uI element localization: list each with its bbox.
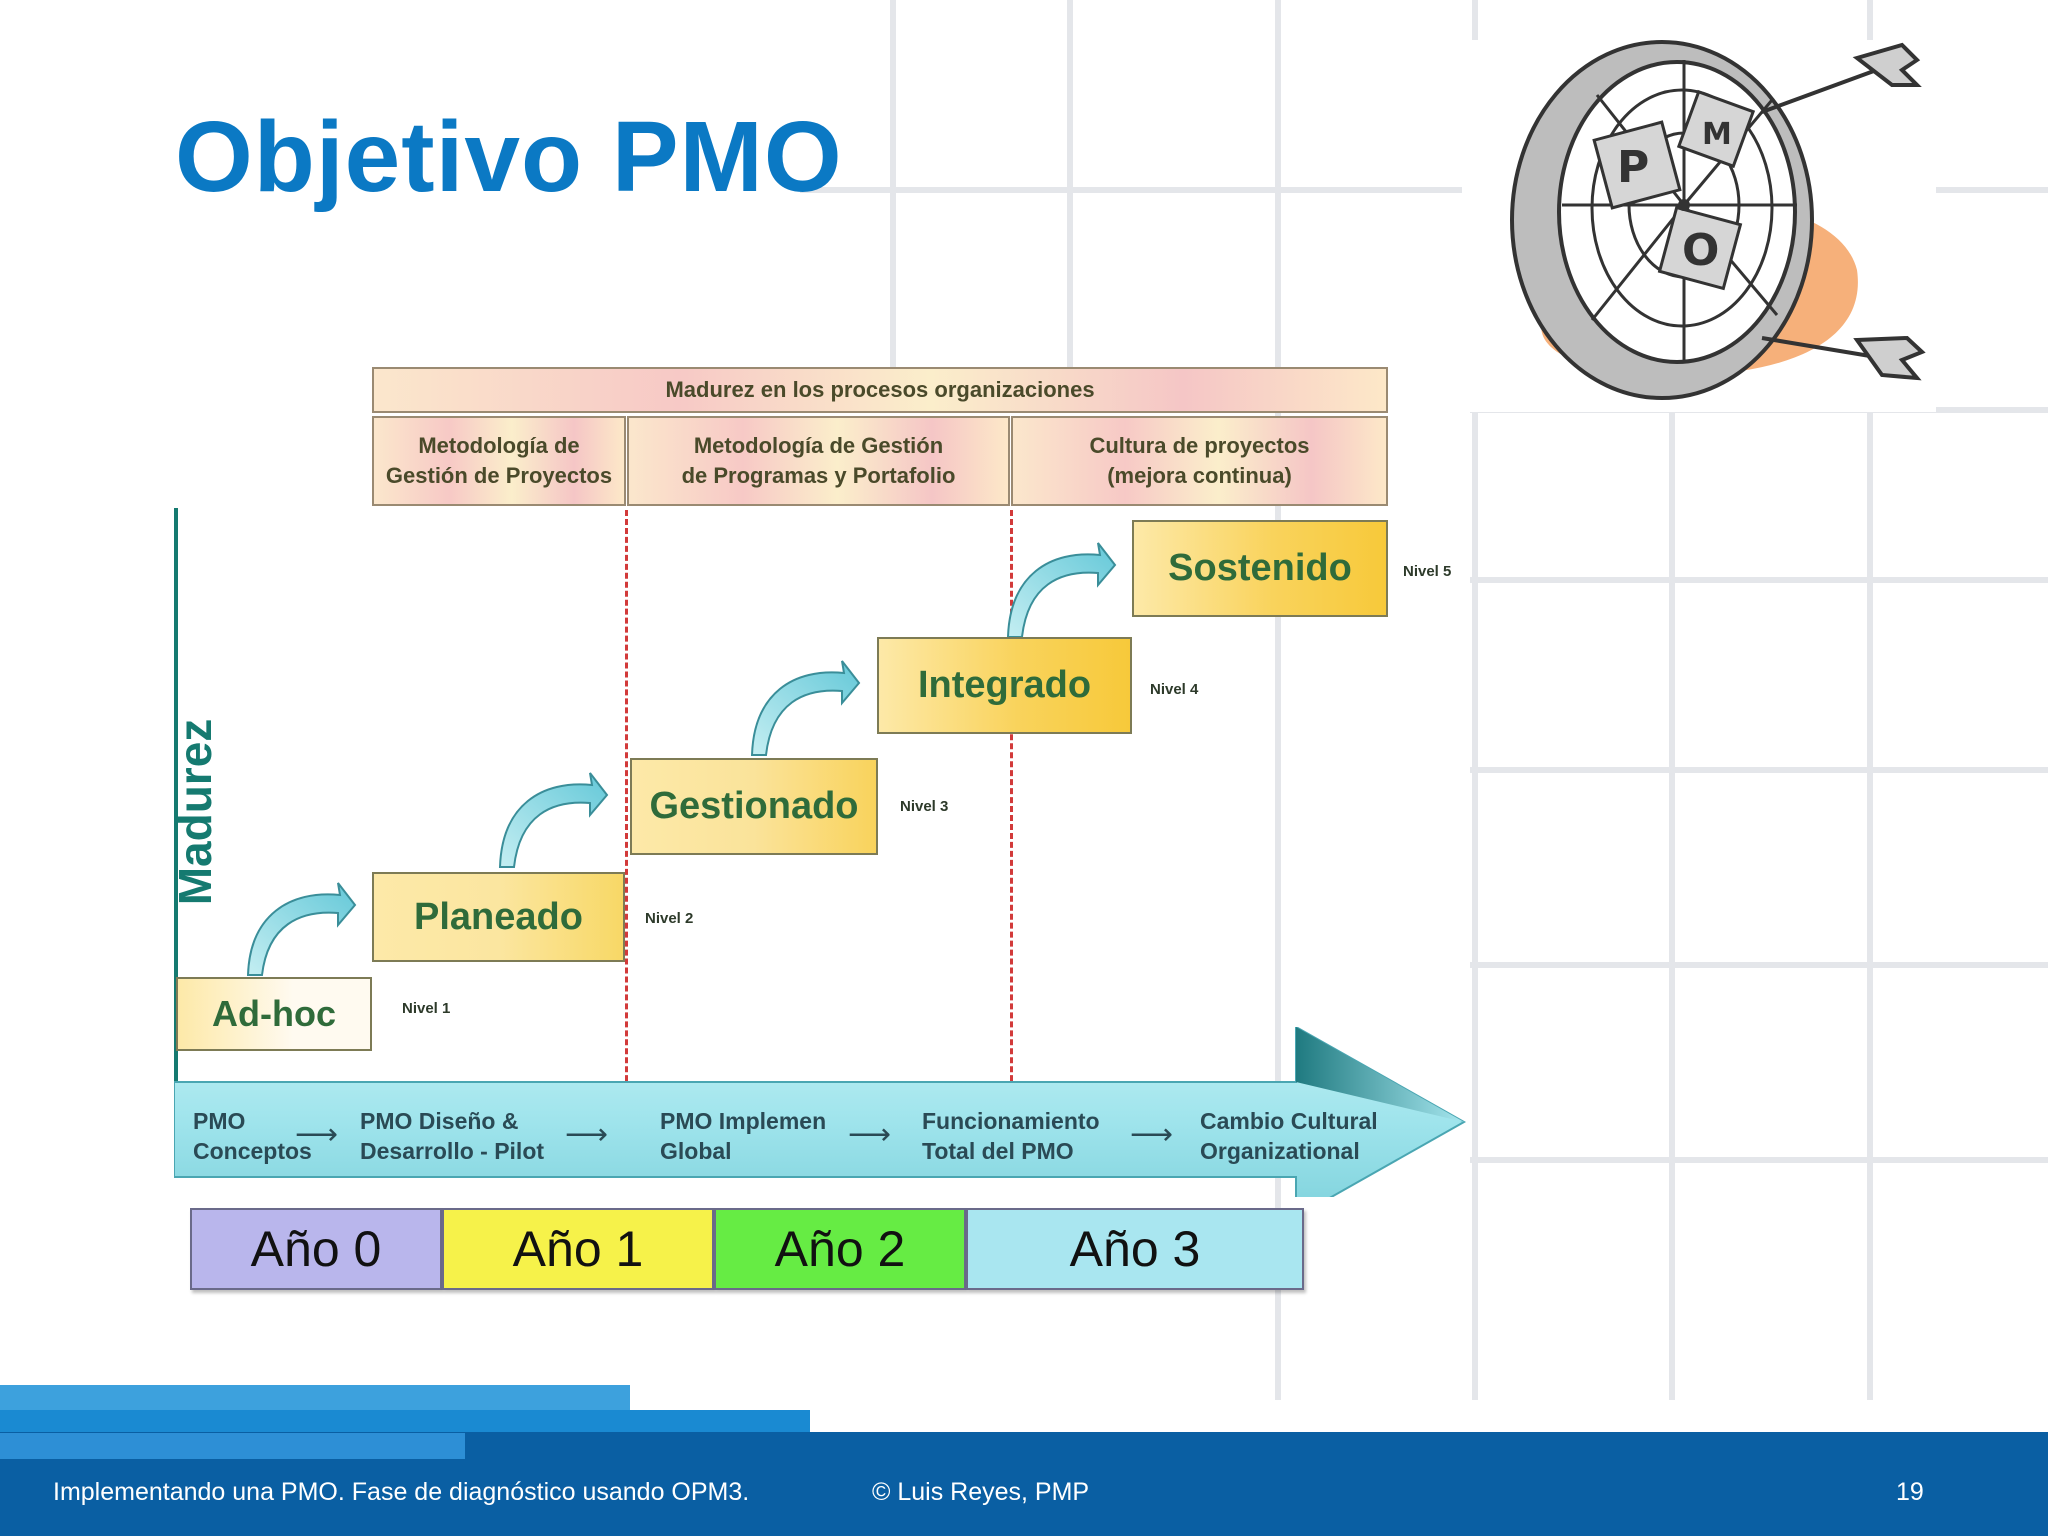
footer-band-accent bbox=[0, 1433, 465, 1459]
divider-line-2 bbox=[1010, 510, 1013, 1135]
phase-pmo-conceptos: PMO Conceptos bbox=[193, 1108, 312, 1164]
phase-arrow-2: ⟶ bbox=[565, 1118, 609, 1151]
dartboard-pmo-icon: P M O bbox=[1462, 40, 1936, 412]
timeline-arrow bbox=[174, 1027, 1467, 1197]
phase-funcionamiento: Funcionamiento Total del PMO bbox=[922, 1108, 1100, 1164]
header-metodologia-programas: Metodología de Gestión de Programas y Po… bbox=[627, 416, 1010, 506]
nivel-3-label: Nivel 3 bbox=[900, 798, 949, 815]
footer-band-light bbox=[0, 1385, 630, 1411]
footer-copyright: © Luis Reyes, PMP bbox=[872, 1478, 1090, 1506]
step-arrow-2 bbox=[498, 772, 609, 868]
phase-cambio-cultural: Cambio Cultural Organizational bbox=[1200, 1108, 1378, 1164]
nivel-5-label: Nivel 5 bbox=[1403, 563, 1452, 580]
divider-line-1 bbox=[625, 510, 628, 1135]
nivel-1-label: Nivel 1 bbox=[402, 1000, 451, 1017]
step-arrow-1 bbox=[246, 882, 357, 976]
step-arrow-3 bbox=[750, 660, 861, 756]
phase-arrow-4: ⟶ bbox=[1130, 1118, 1174, 1151]
footer-band-mid bbox=[0, 1410, 810, 1434]
step-integrado: Integrado bbox=[877, 637, 1132, 734]
page-title: Objetivo PMO bbox=[175, 101, 843, 213]
dartboard-letter-p: P bbox=[1617, 142, 1649, 193]
nivel-4-label: Nivel 4 bbox=[1150, 681, 1199, 698]
year-3-box: Año 3 bbox=[966, 1208, 1304, 1290]
header-cultura-proyectos: Cultura de proyectos (mejora continua) bbox=[1011, 416, 1388, 506]
year-0-box: Año 0 bbox=[190, 1208, 442, 1290]
header-madurez-procesos: Madurez en los procesos organizaciones bbox=[372, 367, 1388, 413]
phase-pmo-diseno: PMO Diseño & Desarrollo - Pilot bbox=[360, 1108, 545, 1164]
phase-pmo-implementacion: PMO Implemen Global bbox=[660, 1108, 827, 1164]
step-gestionado: Gestionado bbox=[630, 758, 878, 855]
year-2-box: Año 2 bbox=[714, 1208, 966, 1290]
phase-arrow-1: ⟶ bbox=[295, 1118, 339, 1151]
step-planeado: Planeado bbox=[372, 872, 625, 962]
dartboard-letter-m: M bbox=[1702, 117, 1732, 152]
nivel-2-label: Nivel 2 bbox=[645, 910, 694, 927]
year-1-box: Año 1 bbox=[442, 1208, 714, 1290]
header-metodologia-proyectos: Metodología de Gestión de Proyectos bbox=[372, 416, 626, 506]
step-ad-hoc: Ad-hoc bbox=[176, 977, 372, 1051]
step-sostenido: Sostenido bbox=[1132, 520, 1388, 617]
maturity-diagram: Madurez en los procesos organizaciones M… bbox=[100, 355, 1500, 1305]
footer-left-text: Implementando una PMO. Fase de diagnósti… bbox=[53, 1478, 750, 1506]
page-number: 19 bbox=[1896, 1478, 1924, 1506]
dartboard-letter-o: O bbox=[1682, 225, 1719, 276]
step-arrows bbox=[246, 542, 1117, 976]
step-arrow-4 bbox=[1006, 542, 1117, 638]
phase-arrow-3: ⟶ bbox=[848, 1118, 892, 1151]
vertical-axis-line bbox=[174, 508, 178, 1138]
